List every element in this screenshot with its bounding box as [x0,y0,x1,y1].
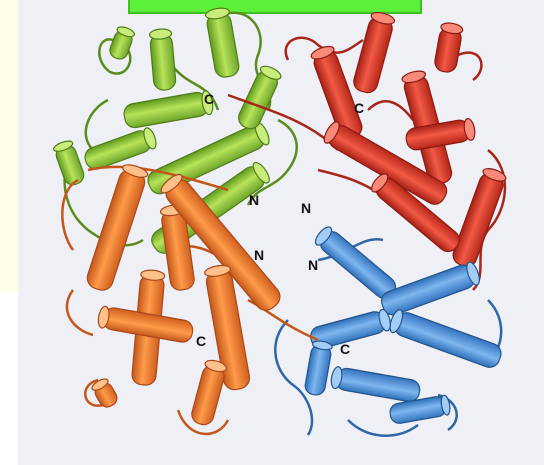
red-n-terminus-label: N [301,200,311,216]
blue-n-terminus-label: N [308,257,318,273]
orange-c-terminus-label: C [196,333,206,349]
green-n-terminus-label: N [249,192,259,208]
orange-n-terminus-label: N [254,247,264,263]
red-loop [458,53,481,80]
red-loop [368,101,413,120]
green-c-terminus-label: C [204,91,214,107]
red-helices [310,10,508,269]
red-c-terminus-label: C [354,100,364,116]
orange-loop [67,290,93,335]
protein-structure-illustration: C C N N N N C C [18,0,544,465]
blue-c-terminus-label: C [340,341,350,357]
green-loop [86,100,108,150]
